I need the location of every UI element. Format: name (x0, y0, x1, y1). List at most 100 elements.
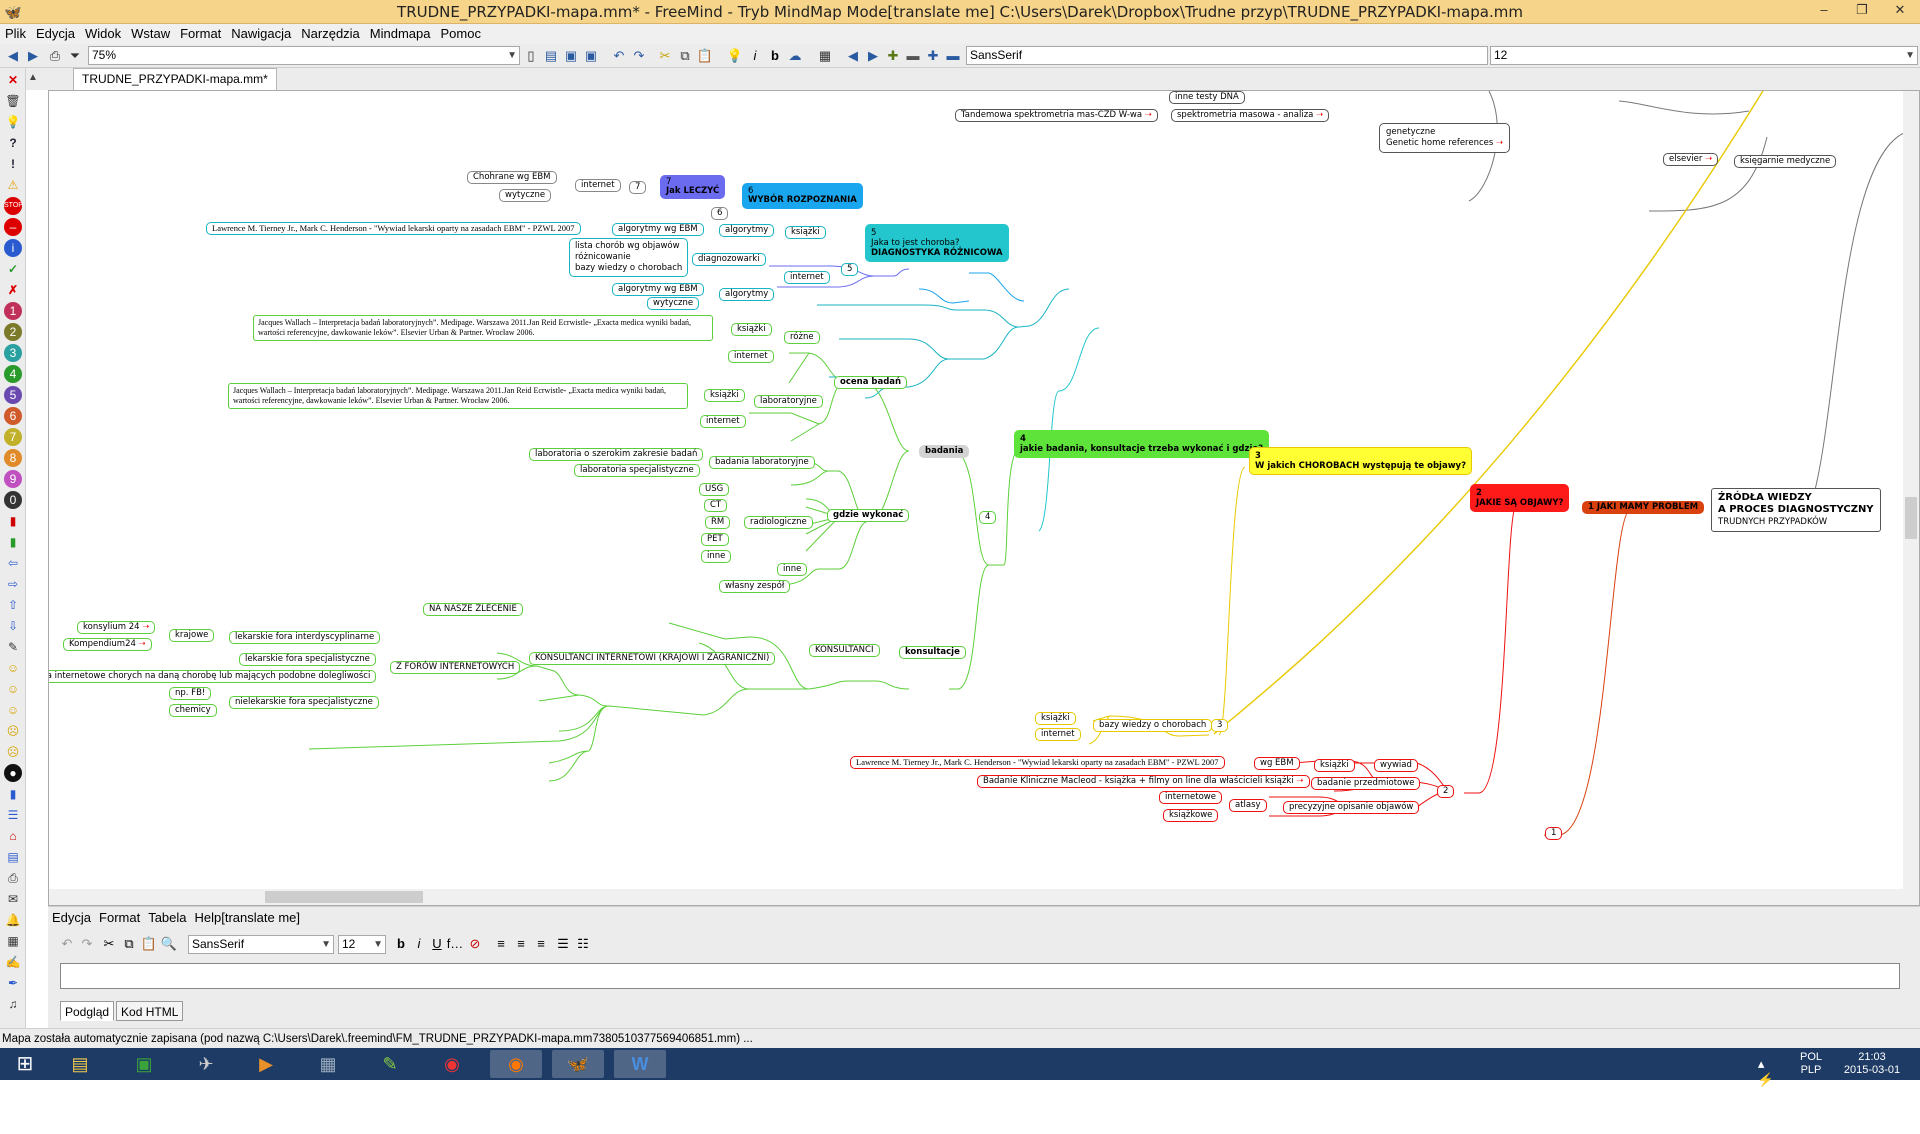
node-fora-interdyscyplinarne[interactable]: lekarskie fora interdyscyplinarne (229, 631, 381, 644)
tab-preview[interactable]: Podgląd (60, 1001, 115, 1021)
chrome-taskbar-icon[interactable]: ◉ (444, 1054, 460, 1074)
smiley-oh-icon[interactable]: ☺ (6, 703, 20, 717)
editor-size-select[interactable]: 12▼ (338, 935, 386, 954)
remove-icon[interactable]: ✕ (7, 73, 19, 87)
exclamation-icon[interactable]: ! (11, 157, 15, 171)
mindmap-view[interactable]: inne testy DNA Tandemowa spektrometria m… (48, 90, 1920, 906)
node-algorytmy-2[interactable]: algorytmy (719, 288, 775, 301)
node-1-jaki-problem[interactable]: 1 JAKI MAMY PROBLEM (1582, 501, 1705, 514)
priority-7-icon[interactable]: 7 (4, 428, 22, 446)
media-taskbar-icon[interactable]: ▶ (259, 1054, 273, 1074)
priority-2-icon[interactable]: 2 (4, 323, 22, 341)
node-rozne[interactable]: różne (784, 331, 820, 344)
editor-menu-tabela[interactable]: Tabela (148, 910, 187, 925)
firefox-taskbar-icon[interactable]: ◉ (490, 1050, 542, 1078)
smiley-neutral-icon[interactable]: ☺ (6, 682, 20, 696)
bold-icon[interactable]: b (397, 936, 405, 951)
calendar-icon[interactable]: ▦ (818, 48, 832, 63)
node-konsultanci-internetowi[interactable]: KONSULTANCI INTERNETOWI (KRAJOWI I ZAGRA… (529, 652, 776, 665)
mail-icon[interactable]: ✉ (7, 892, 19, 906)
node-ksiegarnie[interactable]: księgarnie medyczne (1734, 155, 1837, 168)
tab-map[interactable]: TRUDNE_PRZYPADKI-mapa.mm* (73, 68, 277, 90)
node-pet[interactable]: PET (701, 533, 729, 546)
menu-format[interactable]: Format (180, 26, 222, 41)
traffic-light-red-icon[interactable]: ▮ (9, 514, 17, 528)
node-algorytmy-ebm[interactable]: algorytmy wg EBM (612, 223, 704, 236)
plus-icon[interactable]: ✚ (887, 48, 899, 63)
node-algorytmy-ebm-2[interactable]: algorytmy wg EBM (612, 283, 704, 296)
priority-8-icon[interactable]: 8 (4, 449, 22, 467)
node-3-connector[interactable]: 3 (1211, 719, 1229, 732)
node-precyzyjne[interactable]: precyzyjne opisanie objawów (1283, 801, 1420, 814)
node-tandemowa-spektrometria[interactable]: Tandemowa spektrometria mas-CZD W-wa ➝ (955, 109, 1158, 122)
editor-menu-edycja[interactable]: Edycja (52, 910, 92, 925)
idea-icon[interactable]: 💡 (726, 48, 744, 63)
node-rm[interactable]: RM (705, 516, 731, 529)
back-icon[interactable]: ◀ (8, 48, 18, 63)
vertical-scroll-thumb[interactable] (1905, 497, 1917, 539)
back-arrow-icon[interactable]: ⇦ (7, 556, 19, 570)
node-spektrometria-masowa[interactable]: spektrometria masowa - analiza ➝ (1171, 109, 1330, 122)
tab-html[interactable]: Kod HTML (116, 1001, 184, 1021)
align-center-icon[interactable]: ≡ (517, 936, 525, 951)
node-kompendium24[interactable]: Kompendium24 ➝ (63, 638, 152, 651)
node-atlasy[interactable]: atlasy (1229, 799, 1267, 812)
calendar-icon[interactable]: ▦ (7, 934, 19, 948)
node-wytyczne-7[interactable]: wytyczne (499, 189, 552, 202)
paste-icon[interactable]: 📋 (696, 48, 714, 63)
menu-plik[interactable]: Plik (5, 26, 26, 41)
node-chemicy[interactable]: chemicy (169, 704, 217, 717)
font-select[interactable]: SansSerif (966, 46, 1488, 65)
music-icon[interactable]: ♫ (8, 997, 18, 1011)
italic-icon[interactable]: i (417, 936, 421, 951)
calculator-taskbar-icon[interactable]: ▦ (319, 1054, 337, 1074)
align-right-icon[interactable]: ≡ (537, 936, 545, 951)
restore-button[interactable]: ❐ (1856, 2, 1868, 17)
explorer-taskbar-icon[interactable]: ▤ (71, 1054, 89, 1074)
node-usg[interactable]: USG (699, 483, 730, 496)
priority-1-icon[interactable]: 1 (4, 302, 22, 320)
windows-start-icon[interactable]: ⊞ (16, 1053, 34, 1075)
node-na-nasze-zlecenie[interactable]: NA NASZE ZLECENIE (423, 603, 523, 616)
copy-icon[interactable]: ⧉ (680, 48, 690, 63)
traffic-light-green-icon[interactable]: ▮ (9, 535, 17, 549)
cloud-icon[interactable]: ☁ (788, 48, 802, 63)
node-tierney-5[interactable]: Lawrence M. Tierney Jr., Mark C. Henders… (206, 222, 581, 235)
node-bazy-wiedzy-3[interactable]: bazy wiedzy o chorobach (1093, 719, 1213, 732)
node-internet-lab[interactable]: internet (700, 415, 746, 428)
priority-3-icon[interactable]: 3 (4, 344, 22, 362)
box-wallach-2[interactable]: Jacques Wallach – Interpretacja badań la… (228, 383, 688, 409)
tray-icons[interactable]: ▴ ⚡ ▮ ◔ ♪ (1757, 1056, 1782, 1134)
node-wytyczne-5[interactable]: wytyczne (647, 297, 700, 310)
node-chohrane[interactable]: Chohrane wg EBM (467, 171, 557, 184)
node-wg-ebm-2[interactable]: wg EBM (1254, 757, 1300, 770)
node-ksiazki-2[interactable]: książki (1314, 759, 1355, 772)
node-wywiad[interactable]: wywiad (1374, 759, 1418, 772)
menu-wstaw[interactable]: Wstaw (131, 26, 171, 41)
info-icon[interactable]: i (4, 239, 22, 257)
node-ocena-badan[interactable]: ocena badań (834, 376, 908, 389)
undo-icon[interactable]: ↶ (613, 48, 625, 63)
node-inne-radio[interactable]: inne (701, 550, 732, 563)
node-konsultacje[interactable]: konsultacje (899, 646, 966, 659)
open-icon[interactable]: ▤ (544, 48, 558, 63)
node-ksiazki-rozne[interactable]: książki (731, 323, 772, 336)
arrow-right-icon[interactable]: ▶ (868, 48, 878, 63)
smiley-angry-icon[interactable]: ☹ (6, 724, 20, 738)
align-left-icon[interactable]: ≡ (497, 936, 505, 951)
cross-icon[interactable]: ✗ (7, 283, 19, 297)
up-arrow-icon[interactable]: ⇧ (7, 598, 19, 612)
word-taskbar-icon[interactable]: W (614, 1050, 666, 1078)
node-inne-gdzie[interactable]: inne (777, 563, 808, 576)
find-icon[interactable]: 🔍 (160, 936, 178, 951)
horizontal-scroll-thumb[interactable] (265, 891, 423, 903)
node-algorytmy[interactable]: algorytmy (719, 224, 775, 237)
node-badania[interactable]: badania (919, 445, 970, 458)
node-ksiazkowe[interactable]: książkowe (1163, 809, 1219, 822)
